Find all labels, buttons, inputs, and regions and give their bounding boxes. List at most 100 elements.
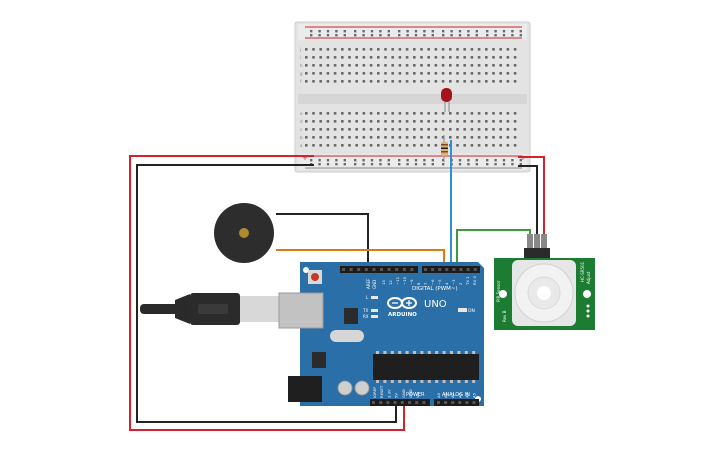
breadboard-hole[interactable] xyxy=(348,64,351,67)
rail-hole[interactable] xyxy=(354,30,357,33)
breadboard-hole[interactable] xyxy=(463,64,466,67)
rail-hole[interactable] xyxy=(475,159,478,162)
breadboard-hole[interactable] xyxy=(326,56,330,59)
breadboard-hole[interactable] xyxy=(463,80,466,83)
breadboard-hole[interactable] xyxy=(369,136,373,139)
breadboard-hole[interactable] xyxy=(333,120,337,123)
breadboard-hole[interactable] xyxy=(456,144,459,147)
breadboard-hole[interactable] xyxy=(441,120,445,123)
breadboard-hole[interactable] xyxy=(377,120,380,123)
breadboard-hole[interactable] xyxy=(499,136,502,139)
rail-hole[interactable] xyxy=(442,159,445,162)
rail-hole[interactable] xyxy=(310,30,313,33)
breadboard-hole[interactable] xyxy=(441,72,445,75)
breadboard-hole[interactable] xyxy=(434,72,438,75)
breadboard-hole[interactable] xyxy=(319,144,322,147)
breadboard-hole[interactable] xyxy=(456,120,459,123)
breadboard-hole[interactable] xyxy=(405,128,409,131)
breadboard-hole[interactable] xyxy=(506,112,510,115)
rail-hole[interactable] xyxy=(343,30,346,33)
breadboard-hole[interactable] xyxy=(449,136,452,139)
wire-red-5v-pir[interactable] xyxy=(518,156,545,236)
breadboard-hole[interactable] xyxy=(312,64,315,67)
rail-hole[interactable] xyxy=(398,159,401,162)
pir-sensor[interactable]: PIR Sensor Rev B HC-SR501 Adjust xyxy=(494,234,595,330)
breadboard-hole[interactable] xyxy=(434,80,438,83)
breadboard-hole[interactable] xyxy=(420,112,423,115)
breadboard-hole[interactable] xyxy=(492,80,495,83)
breadboard-hole[interactable] xyxy=(441,128,445,131)
rail-hole[interactable] xyxy=(387,159,390,162)
rail-hole[interactable] xyxy=(423,163,426,166)
breadboard-hole[interactable] xyxy=(362,144,366,147)
breadboard-hole[interactable] xyxy=(369,56,373,59)
breadboard-hole[interactable] xyxy=(463,112,466,115)
rail-hole[interactable] xyxy=(467,163,470,166)
breadboard-hole[interactable] xyxy=(362,56,366,59)
header-pin[interactable] xyxy=(445,268,449,271)
rail-hole[interactable] xyxy=(406,30,409,33)
breadboard-hole[interactable] xyxy=(391,144,394,147)
rail-hole[interactable] xyxy=(310,159,313,162)
breadboard-hole[interactable] xyxy=(391,80,394,83)
breadboard-hole[interactable] xyxy=(384,128,387,131)
breadboard-hole[interactable] xyxy=(377,128,380,131)
breadboard-hole[interactable] xyxy=(513,72,517,75)
breadboard-hole[interactable] xyxy=(427,112,430,115)
rail-hole[interactable] xyxy=(442,30,445,33)
rail-hole[interactable] xyxy=(343,163,346,166)
breadboard-hole[interactable] xyxy=(456,72,459,75)
breadboard-hole[interactable] xyxy=(319,128,322,131)
breadboard-hole[interactable] xyxy=(470,72,474,75)
rail-hole[interactable] xyxy=(502,163,506,166)
rail-hole[interactable] xyxy=(494,159,497,162)
rail-hole[interactable] xyxy=(335,30,338,33)
breadboard-hole[interactable] xyxy=(513,112,517,115)
rail-hole[interactable] xyxy=(467,30,470,33)
breadboard-hole[interactable] xyxy=(391,48,394,51)
breadboard-hole[interactable] xyxy=(470,48,474,51)
breadboard-hole[interactable] xyxy=(420,72,423,75)
breadboard-hole[interactable] xyxy=(413,120,416,123)
breadboard-hole[interactable] xyxy=(441,80,445,83)
breadboard-hole[interactable] xyxy=(305,144,308,147)
breadboard-hole[interactable] xyxy=(434,144,438,147)
breadboard-hole[interactable] xyxy=(449,120,452,123)
breadboard-hole[interactable] xyxy=(355,144,358,147)
breadboard-hole[interactable] xyxy=(499,80,502,83)
breadboard-hole[interactable] xyxy=(348,144,351,147)
breadboard-hole[interactable] xyxy=(341,80,344,83)
breadboard-hole[interactable] xyxy=(492,64,495,67)
rail-hole[interactable] xyxy=(519,159,522,162)
breadboard-hole[interactable] xyxy=(398,56,402,59)
rail-hole[interactable] xyxy=(442,34,445,37)
breadboard-hole[interactable] xyxy=(470,136,474,139)
rail-hole[interactable] xyxy=(406,159,409,162)
breadboard-hole[interactable] xyxy=(326,80,330,83)
breadboard-hole[interactable] xyxy=(391,56,394,59)
breadboard-hole[interactable] xyxy=(506,120,510,123)
breadboard-hole[interactable] xyxy=(341,136,344,139)
breadboard-hole[interactable] xyxy=(434,128,438,131)
breadboard-hole[interactable] xyxy=(506,48,510,51)
header-pin[interactable] xyxy=(402,268,406,271)
breadboard-hole[interactable] xyxy=(355,56,358,59)
breadboard-hole[interactable] xyxy=(434,64,438,67)
wire-green-pir-signal[interactable] xyxy=(456,229,531,268)
rail-hole[interactable] xyxy=(370,34,374,37)
header-pin[interactable] xyxy=(393,401,397,404)
rail-hole[interactable] xyxy=(414,159,418,162)
rail-hole[interactable] xyxy=(519,30,522,33)
rail-hole[interactable] xyxy=(318,34,321,37)
breadboard-hole[interactable] xyxy=(369,80,373,83)
breadboard-hole[interactable] xyxy=(333,48,337,51)
breadboard-hole[interactable] xyxy=(441,136,445,139)
rail-hole[interactable] xyxy=(511,163,514,166)
breadboard-hole[interactable] xyxy=(333,144,337,147)
breadboard-hole[interactable] xyxy=(456,48,459,51)
breadboard-hole[interactable] xyxy=(362,64,366,67)
piezo-buzzer[interactable] xyxy=(214,203,274,263)
breadboard-hole[interactable] xyxy=(485,48,488,51)
breadboard-hole[interactable] xyxy=(384,64,387,67)
breadboard-hole[interactable] xyxy=(398,144,402,147)
